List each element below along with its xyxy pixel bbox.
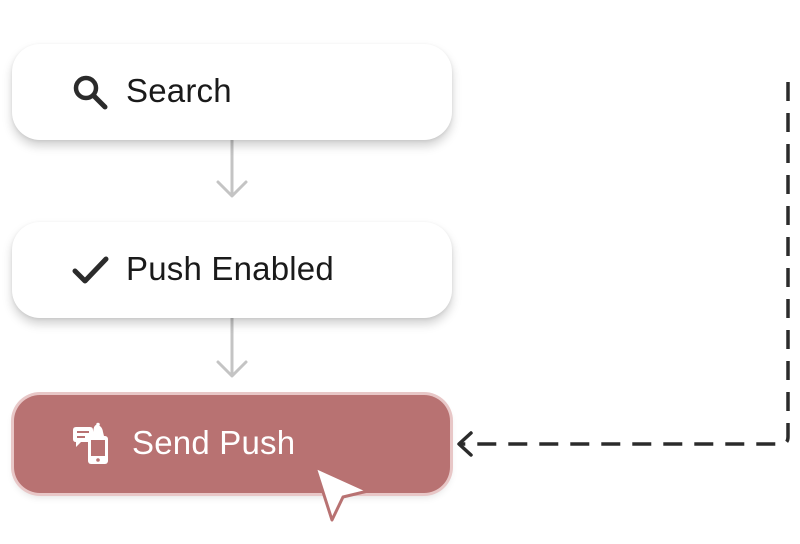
loop-back-dashed-arrow [457, 82, 790, 457]
checkmark-icon [68, 248, 112, 292]
mouse-cursor-icon [313, 465, 370, 522]
step-card-search[interactable]: Search [12, 44, 452, 140]
step-label: Send Push [132, 424, 296, 462]
connector-arrow-search-to-push-enabled [216, 140, 248, 198]
step-label: Push Enabled [126, 250, 334, 288]
step-label: Search [126, 72, 232, 110]
step-card-send-push[interactable]: Send Push [14, 395, 450, 493]
search-icon [68, 70, 112, 114]
connector-arrow-push-enabled-to-send-push [216, 318, 248, 378]
step-card-push-enabled[interactable]: Push Enabled [12, 222, 452, 318]
push-notification-icon [70, 422, 114, 466]
